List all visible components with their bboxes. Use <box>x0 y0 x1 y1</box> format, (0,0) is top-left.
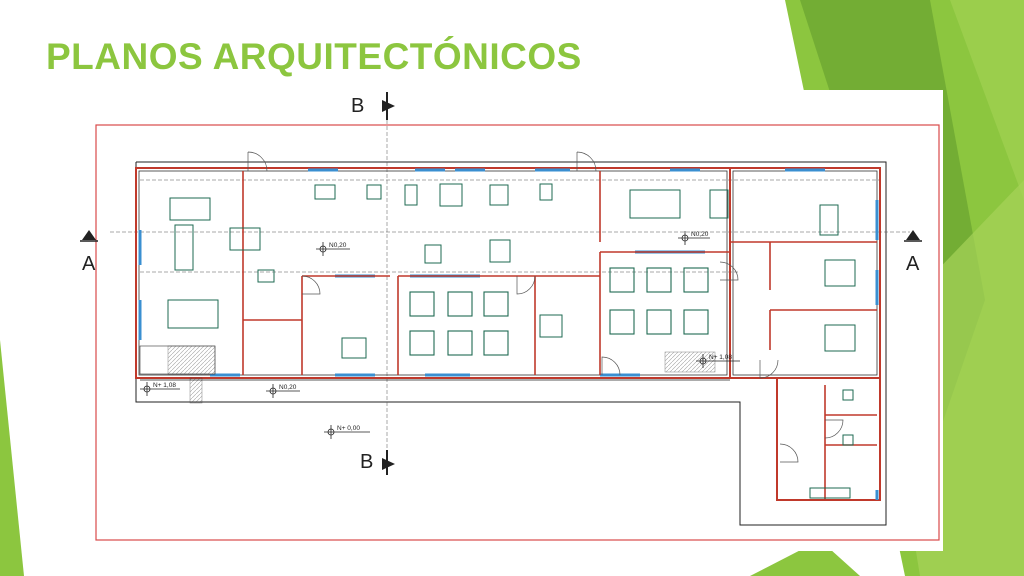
section-markers <box>80 92 922 475</box>
level-symbols <box>140 231 740 439</box>
level-hall-right: N0,20 <box>691 231 709 238</box>
level-hall-center: N0,20 <box>329 242 347 249</box>
floor-plan-drawing: B B A A N0,20 N0,20 N+ 1,08 N0,20 N+ 1,0… <box>80 92 940 541</box>
slide-title: PLANOS ARQUITECTÓNICOS <box>46 36 582 77</box>
stairs <box>139 345 716 404</box>
section-label-right: A <box>906 253 920 275</box>
level-ground: N+ 0,00 <box>337 425 360 432</box>
interior-walls <box>242 171 877 500</box>
doors <box>247 151 844 463</box>
equipment-blocks <box>167 183 856 499</box>
section-label-left: A <box>82 253 96 275</box>
exterior-walls <box>135 167 881 501</box>
level-entry-center: N0,20 <box>279 384 297 391</box>
level-entry-left: N+ 1,08 <box>153 382 176 389</box>
section-label-top: B <box>351 95 364 117</box>
floor-plan-image: B B A A N0,20 N0,20 N+ 1,08 N0,20 N+ 1,0… <box>80 90 943 551</box>
site-boundary <box>95 124 940 541</box>
level-entry-right: N+ 1,08 <box>709 354 732 361</box>
plinth-outline <box>135 161 887 526</box>
section-label-bottom: B <box>360 451 373 473</box>
classroom-tables <box>409 267 709 356</box>
